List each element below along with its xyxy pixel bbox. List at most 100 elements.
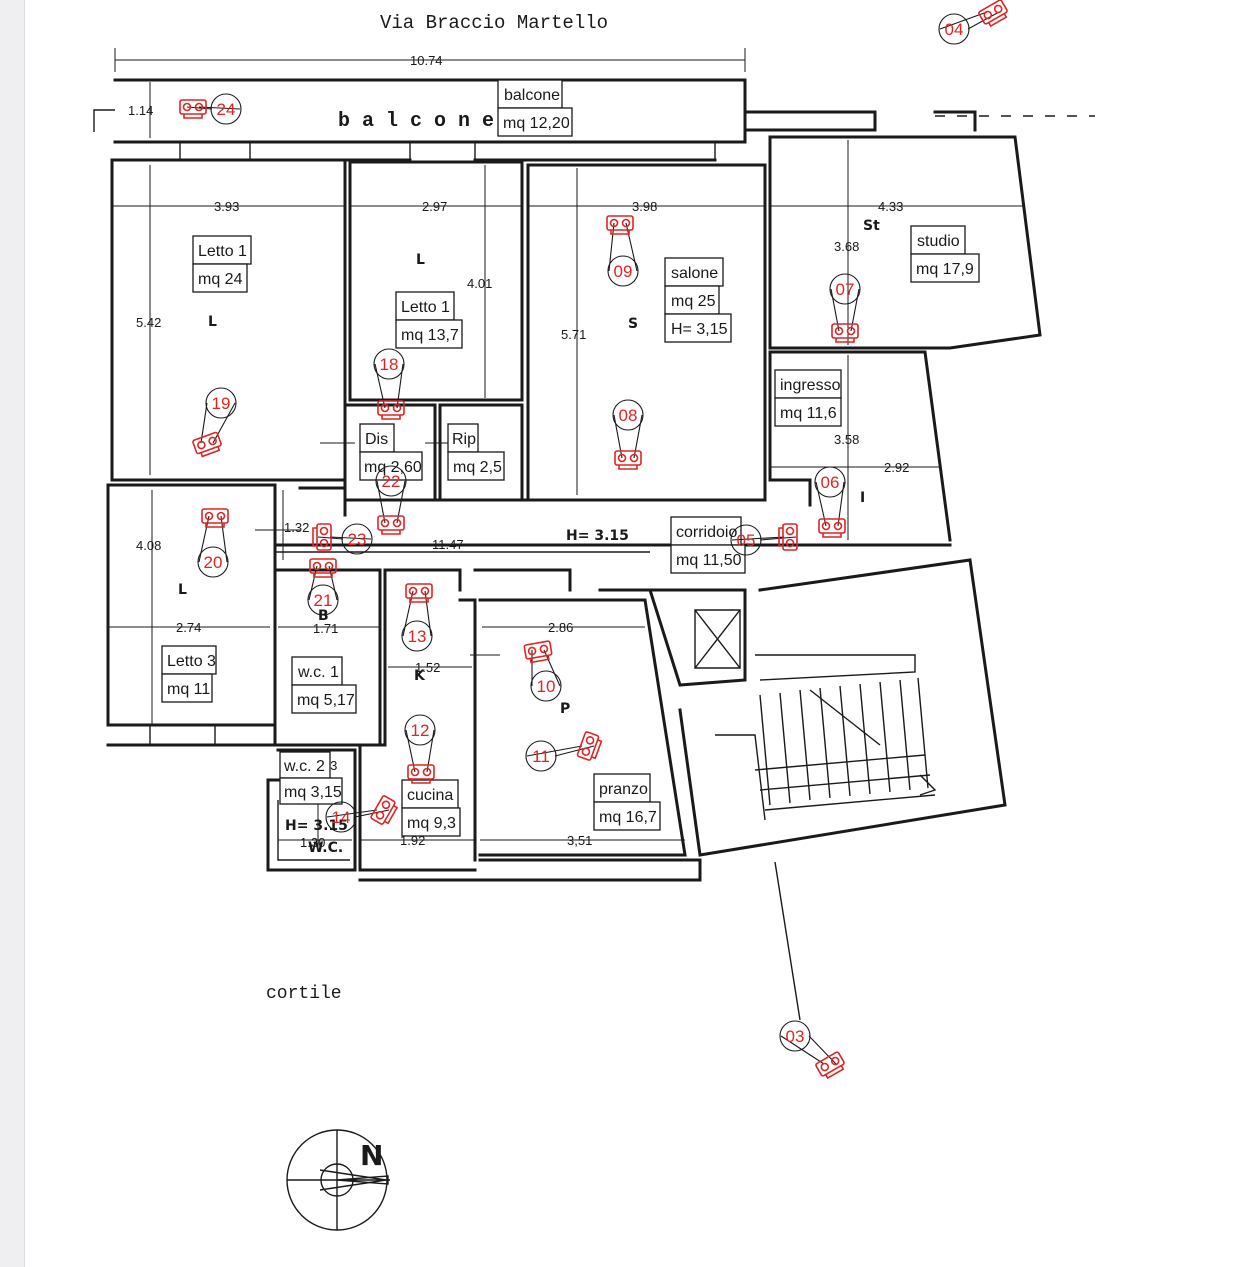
svg-text:2.92: 2.92 [884,460,909,475]
camera-number: 24 [217,100,236,119]
camera-number: 06 [821,473,840,492]
camera-icon [815,1051,845,1080]
camera-number: 22 [382,472,401,491]
svg-text:mq 16,7: mq 16,7 [599,809,657,826]
svg-text:ingresso: ingresso [780,377,841,394]
camera-icon [179,99,207,119]
camera-number: 23 [348,530,367,549]
svg-text:mq 17,9: mq 17,9 [916,261,974,278]
balcony-word: b a l c o n e [338,110,494,133]
page-margin [0,0,25,1267]
camera-12: 12 [404,714,436,784]
svg-text:mq 13,7: mq 13,7 [401,327,459,344]
dimension-values: 10.74 1.14 3.93 2.97 3.98 4.33 3.68 4.01… [128,53,909,850]
camera-11: 11 [525,731,603,772]
street-name: Via Braccio Martello [380,12,608,34]
camera-21: 21 [307,558,339,616]
svg-text:3.58: 3.58 [834,432,859,447]
svg-text:corridoio: corridoio [676,524,737,541]
camera-icon [312,523,332,551]
courtyard-label: cortile [266,984,342,1004]
camera-number: 08 [619,406,638,425]
svg-text:balcone: balcone [504,87,560,104]
svg-text:W.C.: W.C. [308,840,343,856]
camera-18: 18 [373,348,405,420]
camera-09: 09 [606,215,639,287]
svg-text:2.74: 2.74 [176,620,201,635]
svg-text:10.74: 10.74 [410,53,443,68]
svg-text:3.68: 3.68 [834,239,859,254]
svg-text:1.52: 1.52 [415,660,440,675]
svg-text:11.47: 11.47 [432,537,464,552]
compass-rose: N [286,1129,390,1231]
hand-notes: b a l c o n e L L S St I L B K P R H= 3.… [178,110,880,856]
svg-text:L: L [178,582,187,598]
camera-number: 03 [786,1027,805,1046]
camera-icon [192,431,222,458]
camera-number: 13 [408,627,427,646]
camera-icon [831,323,859,343]
camera-number: 07 [836,280,855,299]
camera-icon [614,450,642,470]
svg-text:Letto 3: Letto 3 [167,653,216,670]
svg-text:L: L [208,314,217,330]
svg-text:B: B [318,608,329,624]
camera-number: 12 [411,721,430,740]
camera-icon [377,400,405,420]
camera-icon [370,795,399,825]
camera-number: 14 [332,808,351,827]
svg-text:Rip: Rip [452,431,476,448]
svg-text:Dis: Dis [365,431,388,448]
svg-text:1.14: 1.14 [128,103,153,118]
camera-number: 10 [537,677,556,696]
svg-text:mq 9,3: mq 9,3 [407,815,456,832]
svg-text:4.08: 4.08 [136,538,161,553]
svg-text:2.97: 2.97 [422,199,447,214]
svg-text:H= 3.15: H= 3.15 [566,528,629,544]
svg-text:4.01: 4.01 [467,276,492,291]
camera-icon [523,640,553,664]
camera-06: 06 [814,466,846,538]
camera-08: 08 [612,399,644,470]
svg-text:mq 11,50: mq 11,50 [676,552,742,569]
camera-number: 05 [737,531,756,550]
svg-text:H= 3.15: H= 3.15 [285,818,348,834]
svg-text:K: K [414,668,426,684]
svg-text:H= 3,15: H= 3,15 [671,321,728,338]
svg-text:Letto 1: Letto 1 [401,299,450,316]
svg-text:w.c. 2: w.c. 2 [283,758,325,775]
svg-text:3,51: 3,51 [567,833,592,848]
camera-icon [377,515,405,535]
camera-number: 20 [204,553,223,572]
camera-20: 20 [197,508,229,578]
svg-text:1.32: 1.32 [284,520,309,535]
camera-10: 10 [523,640,562,702]
north-label: N [360,1139,383,1172]
svg-text:mq 11,6: mq 11,6 [780,405,837,422]
camera-icon [576,731,603,761]
svg-text:pranzo: pranzo [599,781,648,798]
svg-text:S: S [628,316,638,332]
svg-text:5.42: 5.42 [136,315,161,330]
svg-text:mq 25: mq 25 [671,293,716,310]
svg-text:mq 3,15: mq 3,15 [284,784,342,801]
camera-icon [309,558,337,578]
camera-number: 09 [614,262,633,281]
svg-text:1.92: 1.92 [400,833,425,848]
camera-22: 22 [375,465,407,535]
camera-icon [778,523,798,551]
camera-icon [407,764,435,784]
svg-text:4.33: 4.33 [878,199,903,214]
camera-14: 14 [325,795,399,833]
camera-13: 13 [401,583,433,652]
svg-text:mq 24: mq 24 [198,271,243,288]
svg-text:I: I [860,490,865,506]
camera-23: 23 [312,523,373,555]
camera-number: 11 [532,747,550,766]
svg-text:St: St [863,218,880,234]
camera-icon [818,518,846,538]
svg-text:mq 2,5: mq 2,5 [453,459,502,476]
svg-text:Letto 1: Letto 1 [198,243,247,260]
